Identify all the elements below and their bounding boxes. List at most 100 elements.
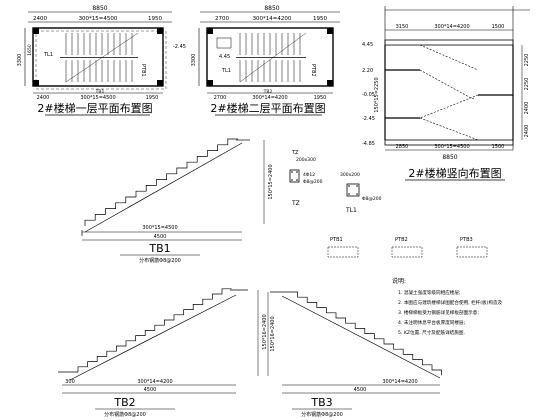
section-title: 2#楼梯竖向布置图 xyxy=(408,166,501,180)
section-bottom-dim-1: 300*15=4500 xyxy=(434,144,469,150)
plan1-dim-bottom-2: 1950 xyxy=(146,95,159,101)
tb3-title: TB3 xyxy=(310,396,332,409)
section-right-dim-2: 2400 xyxy=(524,102,530,115)
tb1-slab-bottom xyxy=(84,142,243,233)
plan1-left-dim-0: 3300 xyxy=(17,54,23,67)
ptb-label-1: PTB1 xyxy=(330,237,343,243)
plan2-level: 4.45 xyxy=(219,54,230,60)
section-flight-0 xyxy=(419,44,479,71)
section-bottom-dim-2: 1500 xyxy=(492,144,505,150)
notes-line-3: 3. 楼梯梯板受力钢筋详见梯板剖面示意; xyxy=(398,309,479,316)
plan1-total-width: 8850 xyxy=(92,5,107,12)
ptb-1-box xyxy=(327,246,359,258)
tb1-title: TB1 xyxy=(148,242,170,255)
ptb-2-box xyxy=(391,246,423,258)
tz-name: TZ xyxy=(291,200,300,207)
plan2-label-tl: TL1 xyxy=(221,68,231,74)
tb3-steps xyxy=(288,291,442,376)
plan1-dim-bottom-0: 2400 xyxy=(37,95,50,101)
section-top-dim-0: 3150 xyxy=(396,24,409,30)
plan2-dim-bottom-0: 2700 xyxy=(214,95,227,101)
general-notes: 说明: 1. 混凝土强度等级同相应楼层; 2. 本图应与建筑楼梯详图配合使用, … xyxy=(392,277,503,336)
plan2-column xyxy=(207,80,213,86)
plan2-label-tb: TB2 xyxy=(263,89,273,95)
tb1-steps xyxy=(84,138,238,226)
ptb-label-3: PTB3 xyxy=(460,237,473,243)
plan-2: 8850 2700 300*14=4200 1950 4.45 xyxy=(191,5,340,116)
plan1-title: 2#楼梯一层平面布置图 xyxy=(37,101,152,115)
ptb-3-box xyxy=(456,246,488,258)
plan2-column xyxy=(327,80,333,86)
notes-line-1: 1. 混凝土强度等级同相应楼层; xyxy=(398,289,461,296)
plan2-dim-bottom-2: 1950 xyxy=(314,95,327,101)
plan2-column xyxy=(207,28,213,34)
section-level-2: -0.05 xyxy=(362,92,375,98)
plan2-dim-top-1: 300*14=4200 xyxy=(253,16,292,22)
rebar-dot xyxy=(348,185,350,187)
tz-tie: Φ8@200 xyxy=(303,179,323,185)
section-top-dim-1: 300*14=4200 xyxy=(434,24,469,30)
plan1-column xyxy=(33,28,39,34)
tb2-rebar: 分布钢筋Φ8@200 xyxy=(104,411,146,418)
notes-heading: 说明: xyxy=(392,277,406,285)
tb2-slab-bottom xyxy=(69,294,237,381)
plan1-column xyxy=(157,80,163,86)
section-left-vertical: 150*15=2250 xyxy=(374,77,380,112)
plan2-outline xyxy=(206,27,334,87)
plan1-inner xyxy=(35,30,167,90)
plan1-column xyxy=(157,28,163,34)
section-top-dim-2: 1500 xyxy=(492,24,505,30)
tl-name: TL1 xyxy=(345,207,357,214)
tb3-total: 4500 xyxy=(354,387,367,393)
section-level-0: 4.45 xyxy=(362,42,373,48)
ptb-details: PTB1 PTB2 PTB3 xyxy=(327,237,488,258)
plan1-left-dim-1: 1650 xyxy=(27,44,33,56)
tb3-slab-bottom xyxy=(281,295,441,379)
section-bottom-dim-0: 2850 xyxy=(396,144,409,150)
section-flight-2 xyxy=(419,94,479,119)
rebar-dot xyxy=(291,171,293,173)
notes-line-4: 4. 未注明休息平台板厚度同楼层; xyxy=(398,319,466,326)
section-flight-1 xyxy=(419,69,474,99)
notes-line-5: 5. KZ位置, 尺寸及配筋详结施图. xyxy=(398,329,465,336)
section-right-dim-1: 2250 xyxy=(524,78,530,91)
tb2-total: 4500 xyxy=(144,387,157,393)
rebar-dot xyxy=(296,179,298,181)
rebar-dot xyxy=(291,179,293,181)
tl-section xyxy=(346,183,360,197)
plan-1: 8850 2400 300*15=4500 1950 xyxy=(17,5,186,116)
plan2-dim-top-0: 2700 xyxy=(215,16,229,22)
tl-rebar: Φ8@200 xyxy=(362,196,382,202)
plan2-dim-top-2: 1950 xyxy=(313,16,327,22)
tz-tl-details: TZ 200x300 4Φ12 Φ8@200 TZ 300x200 Φ8@200… xyxy=(289,150,382,214)
section-bottom-slab xyxy=(384,139,514,146)
tb1-detail: 150*15=2400 300*15=4500 4500 TB1 分布钢筋Φ8@… xyxy=(81,138,274,264)
tb2-rise: 150*16=2400 xyxy=(262,314,268,349)
plan1-label-ptb: PTB1 xyxy=(140,64,146,77)
plan1-break xyxy=(65,32,139,83)
tb2-steps xyxy=(77,288,232,372)
plan1-level: -2.45 xyxy=(173,44,186,50)
tz-rebar: 4Φ12 xyxy=(303,172,315,178)
tb2-run: 300*14=4200 xyxy=(137,379,172,385)
notes-line-2: 2. 本图应与建筑楼梯详图配合使用, 栏杆(板)构造及 xyxy=(398,299,503,306)
tl-size: 300x200 xyxy=(340,172,360,178)
tb3-rise: 150*16=2400 xyxy=(270,316,276,351)
plan1-dim-top-1: 300*15=4500 xyxy=(79,16,118,22)
tb1-run: 300*15=4500 xyxy=(142,225,177,231)
section-view: 3150 300*14=4200 1500 2850 300*15=4500 1… xyxy=(362,6,530,181)
tb2-offset: 300 xyxy=(65,379,75,385)
plan1-dim-top-0: 2400 xyxy=(33,16,47,22)
section-top-slab xyxy=(384,39,514,46)
plan1-steps-lower xyxy=(65,60,133,82)
rebar-dot xyxy=(356,185,358,187)
section-level-4: -4.85 xyxy=(362,141,375,147)
rebar-dot xyxy=(348,193,350,195)
tb1-rebar: 分布钢筋Φ8@200 xyxy=(139,257,181,264)
tb3-rebar: 分布钢筋Φ8@200 xyxy=(301,411,343,418)
section-flight-3 xyxy=(419,117,479,141)
plan2-steps-upper xyxy=(239,33,301,55)
plan1-dim-bottom-1: 300*15=4500 xyxy=(80,95,115,101)
ptb-label-2: PTB2 xyxy=(395,237,408,243)
